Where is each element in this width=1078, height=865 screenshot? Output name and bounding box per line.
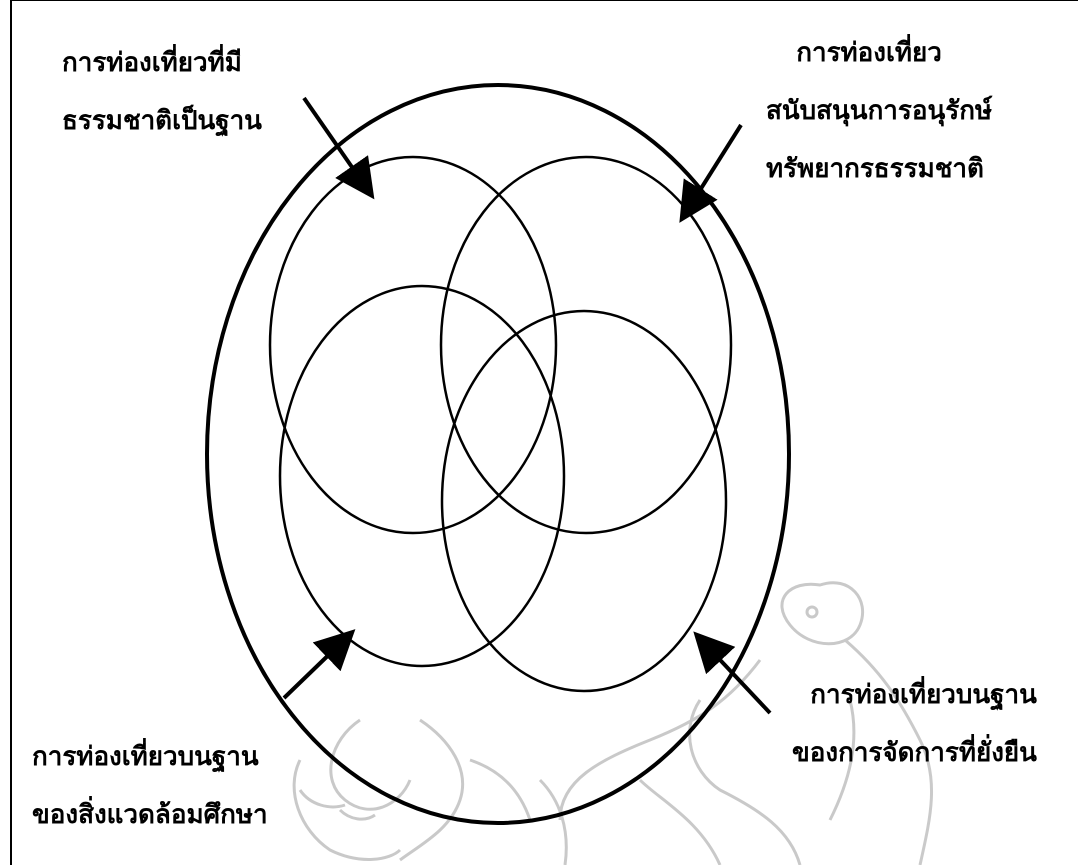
label-line: การท่องเที่ยวที่มี: [62, 34, 262, 92]
label-line: ทรัพยากรธรรมชาติ: [766, 140, 1004, 198]
label-line: สนับสนุนการอนุรักษ์: [766, 82, 1004, 140]
ellipse-bottom-right: [442, 311, 726, 691]
ellipse-top-left: [270, 157, 556, 533]
label-line: การท่องเที่ยว: [766, 24, 1004, 82]
ellipse-bottom-left: [280, 286, 564, 666]
label-sustainable-management-tourism: การท่องเที่ยวบนฐาน ของการจัดการที่ยั่งยื…: [792, 666, 1037, 782]
label-conservation-tourism: การท่องเที่ยว สนับสนุนการอนุรักษ์ ทรัพยา…: [766, 24, 1004, 198]
arrow-icon: [284, 643, 341, 698]
ellipse-top-right: [441, 157, 731, 533]
label-line: การท่องเที่ยวบนฐาน: [30, 728, 268, 786]
arrow-icon: [690, 125, 741, 206]
label-line: ธรรมชาติเป็นฐาน: [62, 92, 262, 150]
label-line: ของการจัดการที่ยั่งยืน: [792, 724, 1037, 782]
label-environmental-education-tourism: การท่องเที่ยวบนฐาน ของสิ่งแวดล้อมศึกษา: [30, 728, 268, 844]
label-line: การท่องเที่ยวบนฐาน: [792, 666, 1037, 724]
label-nature-based-tourism: การท่องเที่ยวที่มี ธรรมชาติเป็นฐาน: [62, 34, 262, 150]
label-line: ของสิ่งแวดล้อมศึกษา: [30, 786, 268, 844]
